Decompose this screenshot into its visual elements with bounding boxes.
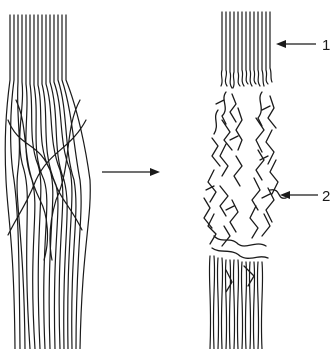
callout-2: 2 <box>280 188 330 205</box>
callout-1-arrowhead <box>276 40 286 48</box>
transformation-arrow <box>102 168 160 176</box>
callout-1: 1 <box>276 37 330 54</box>
intact-fiber-bundle <box>5 15 90 349</box>
callout-2-label: 2 <box>322 188 330 205</box>
callout-1-label: 1 <box>322 37 330 54</box>
fibrillated-fiber-bundle <box>204 12 286 349</box>
